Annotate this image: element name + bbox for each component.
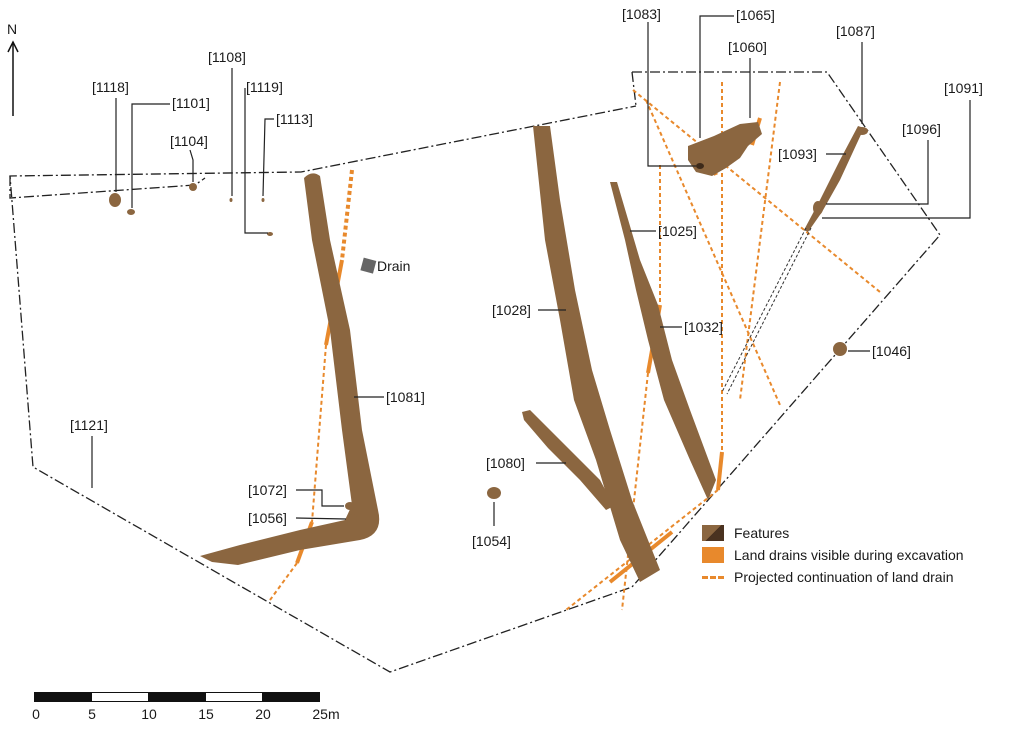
feature-1065 [688, 122, 762, 176]
north-arrow: N [4, 20, 24, 120]
feature-1101 [127, 209, 135, 215]
scale-tick-label: 15 [198, 706, 214, 722]
label-1113: [1113] [276, 111, 313, 127]
feature-1046 [833, 342, 847, 356]
legend: Features Land drains visible during exca… [702, 522, 1022, 588]
north-label: N [7, 21, 17, 37]
feature-1083 [696, 163, 704, 169]
label-1032: [1032] [684, 319, 723, 335]
solid-orange-swatch-icon [702, 547, 724, 563]
label-1083: [1083] [622, 6, 661, 22]
label-1065: [1065] [736, 7, 775, 23]
label-1060: [1060] [728, 39, 767, 55]
scale-segment [148, 692, 206, 702]
label-1104: [1104] [170, 133, 208, 149]
scale-segment [205, 692, 263, 702]
legend-item-projected-drain: Projected continuation of land drain [702, 566, 1022, 588]
feature-1119 [267, 232, 273, 236]
feature-1096 [813, 201, 823, 215]
feature-1104 [189, 183, 197, 191]
label-1028: [1028] [492, 302, 531, 318]
scale-bar: 0 5 10 15 20 25m [30, 692, 340, 728]
label-1108: [1108] [208, 49, 246, 65]
feature-1118 [109, 193, 121, 207]
label-1080: [1080] [486, 455, 525, 471]
double-dashed-line [721, 227, 812, 395]
features [109, 122, 868, 582]
features-swatch-icon [702, 525, 724, 541]
land-drains-projected [269, 81, 881, 611]
legend-label: Land drains visible during excavation [734, 547, 964, 563]
label-leaders [91, 15, 971, 526]
feature-1054 [487, 487, 501, 499]
drain-label: Drain [377, 258, 410, 274]
label-1096: [1096] [902, 121, 941, 137]
drain-marker-icon [360, 257, 377, 274]
label-1072: [1072] [248, 482, 287, 498]
label-1093: [1093] [778, 146, 817, 162]
excavation-boundary [9, 71, 941, 673]
feature-1028 [533, 126, 660, 582]
label-1081: [1081] [386, 389, 425, 405]
dashed-orange-line-icon [702, 569, 724, 585]
scale-tick-label: 20 [255, 706, 271, 722]
legend-item-features: Features [702, 522, 1022, 544]
label-1101: [1101] [172, 95, 210, 111]
label-1091: [1091] [944, 80, 983, 96]
label-1056: [1056] [248, 510, 287, 526]
feature-1056 [347, 514, 357, 524]
label-1121: [1121] [70, 417, 108, 433]
scale-tick-label: 10 [141, 706, 157, 722]
label-1118: [1118] [92, 79, 129, 95]
feature-1093 [804, 126, 864, 232]
feature-1108 [229, 198, 233, 202]
context-labels: [1083] [1065] [1060] [1087] [1091] [1096… [70, 6, 983, 549]
label-1046: [1046] [872, 343, 911, 359]
legend-item-visible-drain: Land drains visible during excavation [702, 544, 1022, 566]
feature-1072 [345, 502, 355, 510]
legend-label: Features [734, 525, 790, 541]
label-1025: [1025] [658, 223, 697, 239]
scale-tick-label: 5 [88, 706, 96, 722]
feature-1087 [856, 127, 868, 135]
scale-segment [262, 692, 320, 702]
label-1087: [1087] [836, 23, 875, 39]
feature-1081 [200, 173, 380, 565]
feature-1025 [610, 182, 716, 500]
scale-tick-label: 0 [32, 706, 40, 722]
scale-tick-label: 25m [312, 706, 340, 722]
legend-label: Projected continuation of land drain [734, 569, 954, 585]
feature-1113 [261, 198, 265, 202]
scale-segment [34, 692, 92, 702]
label-1054: [1054] [472, 533, 511, 549]
scale-segment [91, 692, 149, 702]
feature-1080 [522, 410, 614, 510]
label-1119: [1119] [246, 79, 283, 95]
